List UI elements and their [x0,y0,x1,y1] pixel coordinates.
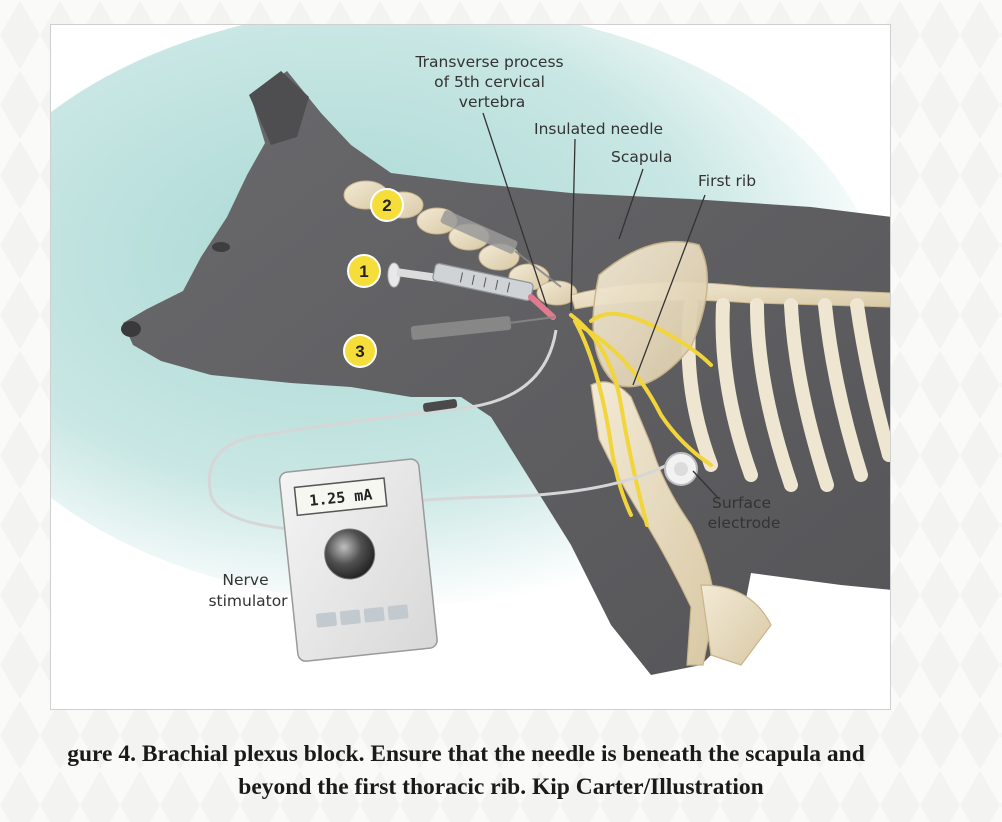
label-transverse-process-line3: vertebra [459,93,525,111]
stimulator-dial [324,528,376,580]
label-surface-electrode: Surface electrode [708,494,781,532]
label-surface-electrode-line2: electrode [708,514,781,532]
approach-marker-3-label: 3 [355,342,364,361]
figure-illustration: 1 2 3 1.25 mA Transverse process [50,24,891,710]
approach-marker-3: 3 [343,334,377,368]
label-nerve-stimulator-line2: stimulator [208,592,288,610]
syringe-1 [387,262,556,320]
label-nerve-stimulator-line1: Nerve [222,571,268,589]
label-surface-electrode-line1: Surface [712,494,771,512]
leader-lines [482,112,720,500]
approach-marker-1: 1 [347,254,381,288]
label-nerve-stimulator: Nerve stimulator [208,571,288,610]
surface-electrode [664,452,698,486]
label-transverse-process: Transverse process of 5th cervical verte… [414,53,568,111]
label-scapula: Scapula [611,148,672,166]
brachial-plexus-nerves [569,311,713,527]
caption-line-2: beyond the first thoracic rib. Kip Carte… [238,774,764,800]
stimulator-buttons [315,604,409,628]
caption-line-1: gure 4. Brachial plexus block. Ensure th… [67,741,865,767]
stimulator-display [293,477,388,517]
syringe-3 [410,316,556,340]
approach-marker-2-label: 2 [382,196,391,215]
nerve-stimulator: 1.25 mA [278,458,438,662]
dog-silhouette [121,71,890,675]
label-first-rib: First rib [698,172,756,190]
label-insulated-needle: Insulated needle [534,120,663,138]
label-transverse-process-line2: of 5th cervical [434,73,545,91]
figure-caption: gure 4. Brachial plexus block. Ensure th… [0,738,1002,814]
syringe-2 [440,210,562,288]
label-transverse-process-line1: Transverse process [414,53,563,71]
foreleg-bones [590,381,772,666]
stimulator-cable [207,329,558,533]
approach-marker-1-label: 1 [359,262,368,281]
approach-marker-2: 2 [370,188,404,222]
